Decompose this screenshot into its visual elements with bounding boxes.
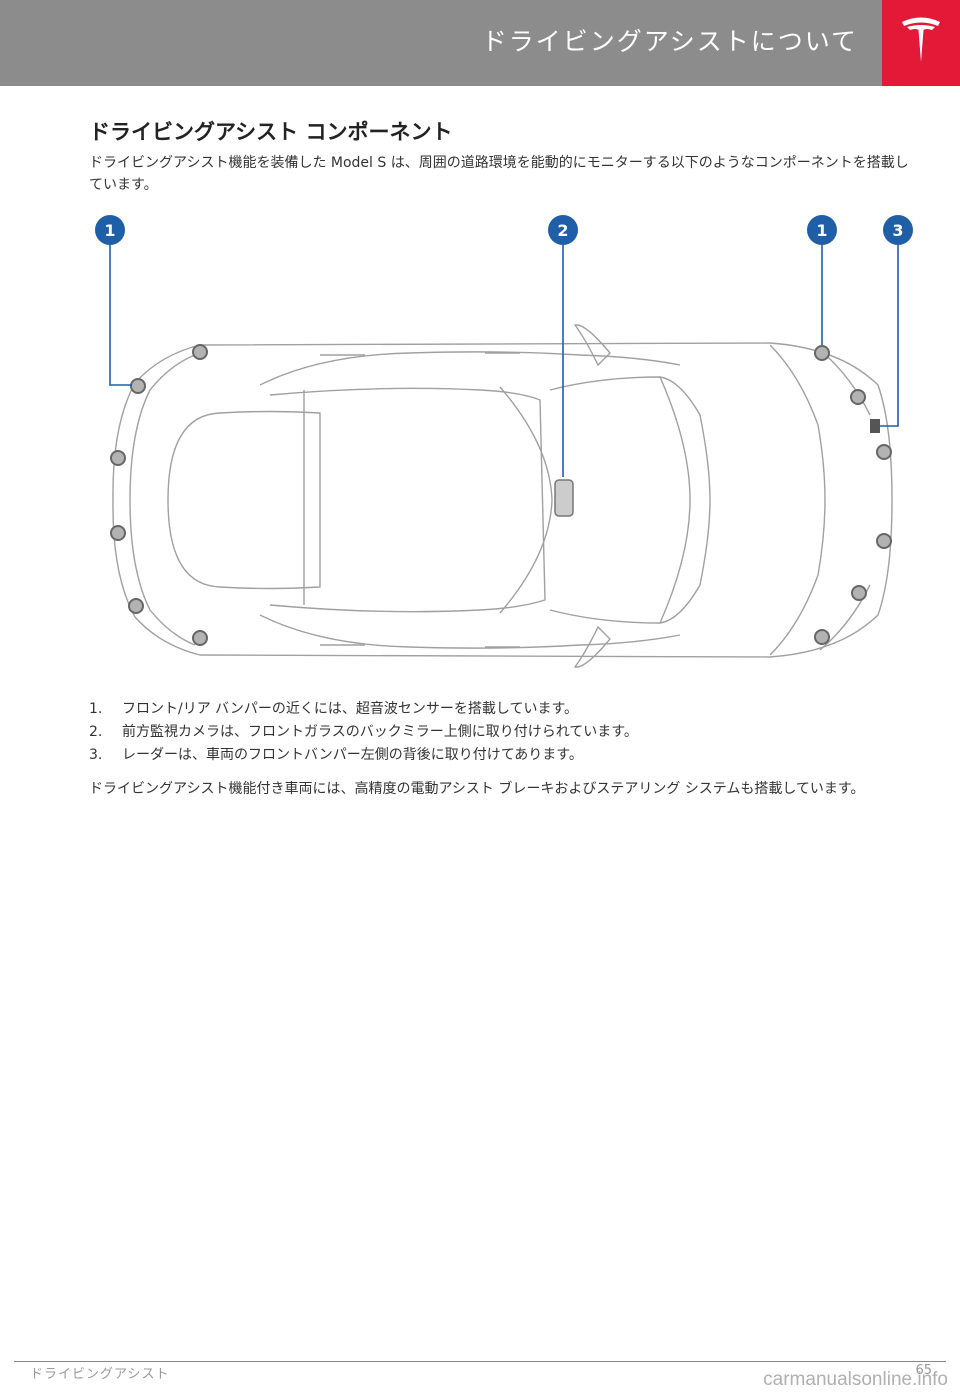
- list-item-number: 3.: [89, 747, 103, 763]
- ultrasonic-sensor: [130, 378, 146, 394]
- svg-text:2: 2: [557, 221, 568, 240]
- ultrasonic-sensor: [110, 450, 126, 466]
- list-item-text: フロント/リア バンパーの近くには、超音波センサーを搭載しています。: [122, 701, 579, 717]
- ultrasonic-sensor: [192, 630, 208, 646]
- ultrasonic-sensor: [192, 344, 208, 360]
- callout-3: 3: [883, 215, 913, 245]
- brand-logo-box: [882, 0, 960, 86]
- radar-unit: [870, 419, 880, 433]
- section-title: ドライビングアシスト コンポーネント: [89, 119, 453, 144]
- ultrasonic-sensor: [876, 533, 892, 549]
- car-outline: [112, 324, 893, 668]
- watermark: carmanualsonline.info: [763, 1369, 948, 1390]
- ultrasonic-sensor: [814, 629, 830, 645]
- callout-1-right: 1: [807, 215, 837, 245]
- list-item-number: 1.: [89, 701, 103, 717]
- svg-text:3: 3: [892, 221, 903, 240]
- car-top-view-diagram: 1 2 1 3: [95, 215, 913, 668]
- intro-paragraph: ドライビングアシスト機能を装備した Model S は、周囲の道路環境を能動的に…: [89, 155, 909, 193]
- list-item: 1. フロント/リア バンパーの近くには、超音波センサーを搭載しています。: [89, 698, 909, 721]
- ultrasonic-sensor: [110, 525, 126, 541]
- list-item: 3. レーダーは、車両のフロントバンパー左側の背後に取り付けてあります。: [89, 744, 909, 767]
- svg-text:1: 1: [816, 221, 827, 240]
- callout-2: 2: [548, 215, 578, 245]
- footer-divider: [14, 1361, 946, 1362]
- page-header: ドライビングアシストについて: [0, 0, 882, 86]
- page-number: 65: [915, 1363, 932, 1378]
- svg-text:1: 1: [104, 221, 115, 240]
- closing-paragraph: ドライビングアシスト機能付き車両には、高精度の電動アシスト ブレーキおよびステア…: [89, 781, 865, 797]
- component-list: 1. フロント/リア バンパーの近くには、超音波センサーを搭載しています。 2.…: [89, 698, 909, 767]
- list-item-text: レーダーは、車両のフロントバンパー左側の背後に取り付けてあります。: [122, 747, 583, 763]
- leader-lines: [109, 241, 899, 477]
- header-title: ドライビングアシストについて: [481, 27, 858, 56]
- callout-1-left: 1: [95, 215, 125, 245]
- list-item: 2. 前方監視カメラは、フロントガラスのバックミラー上側に取り付けられています。: [89, 721, 909, 744]
- ultrasonic-sensor: [128, 598, 144, 614]
- ultrasonic-sensors: [110, 344, 892, 646]
- footer-section-name: ドライビングアシスト: [30, 1367, 170, 1382]
- tesla-logo-icon: [902, 17, 940, 62]
- ultrasonic-sensor: [850, 389, 866, 405]
- list-item-text: 前方監視カメラは、フロントガラスのバックミラー上側に取り付けられています。: [122, 724, 638, 740]
- camera-module: [554, 479, 574, 517]
- list-item-number: 2.: [89, 724, 103, 740]
- ultrasonic-sensor: [876, 444, 892, 460]
- ultrasonic-sensor: [814, 345, 830, 361]
- ultrasonic-sensor: [851, 585, 867, 601]
